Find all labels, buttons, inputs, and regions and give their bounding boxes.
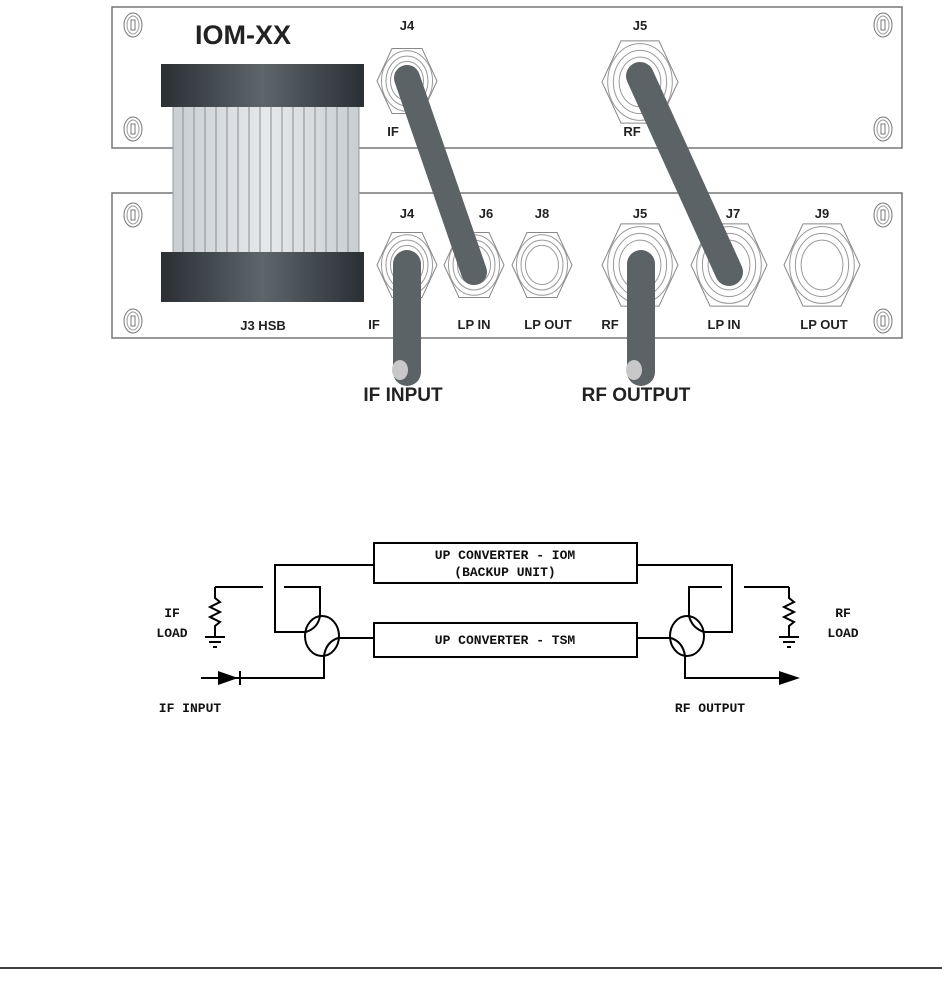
if-input-arrow-icon <box>218 671 238 685</box>
rf-ground-icon <box>779 636 799 648</box>
j7-id: J7 <box>726 206 740 221</box>
top-j5-id: J5 <box>633 18 647 33</box>
j9-id: J9 <box>815 206 829 221</box>
backup-box-line1: UP CONVERTER - IOM <box>435 548 576 563</box>
bottom-connector-labels: J4 IF J6 LP IN J8 LP OUT J5 RF J7 LP IN … <box>368 206 848 332</box>
panel-title: IOM-XX <box>195 20 291 50</box>
j4-id: J4 <box>400 206 415 221</box>
rf-output-arrow-icon <box>779 671 800 685</box>
panel-screws <box>123 12 893 334</box>
if-switch <box>304 615 340 657</box>
tsm-upconverter-box <box>373 622 638 658</box>
top-j5-label: RF <box>623 124 640 139</box>
rf-output-label: RF OUTPUT <box>675 701 745 716</box>
redundancy-schematic <box>201 542 800 685</box>
top-j4-id: J4 <box>400 18 415 33</box>
if-load-label-2: LOAD <box>156 626 187 641</box>
j9-label: LP OUT <box>800 317 847 332</box>
if-load-resistor <box>207 587 223 636</box>
j6-label: LP IN <box>458 317 491 332</box>
backup-box-line2: (BACKUP UNIT) <box>454 565 555 580</box>
panel-screw-icon <box>123 116 143 142</box>
if-input-cable-label: IF INPUT <box>363 385 443 406</box>
panel-screw-icon <box>123 202 143 228</box>
ribbon-cable-j3-hsb <box>161 64 364 302</box>
panel-screw-icon <box>123 12 143 38</box>
j6-id: J6 <box>479 206 493 221</box>
panel-screw-icon <box>873 116 893 142</box>
panel-screw-icon <box>873 308 893 334</box>
rf-switch <box>669 615 705 657</box>
j7-label: LP IN <box>708 317 741 332</box>
panel-screw-icon <box>873 12 893 38</box>
rf-load-label-1: RF <box>835 606 851 621</box>
connector-j8 <box>511 232 573 298</box>
panel-screw-icon <box>123 308 143 334</box>
coax-cables <box>392 62 743 386</box>
ribbon-label: J3 HSB <box>240 318 286 333</box>
j4-label: IF <box>368 317 380 332</box>
if-input-label: IF INPUT <box>159 701 222 716</box>
j8-label: LP OUT <box>524 317 571 332</box>
if-ground-icon <box>205 636 225 648</box>
tsm-box-label: UP CONVERTER - TSM <box>435 633 576 648</box>
rf-output-cable-label: RF OUTPUT <box>582 385 691 406</box>
if-load-label-1: IF <box>164 606 180 621</box>
rf-load-label-2: LOAD <box>827 626 858 641</box>
panel-screw-icon <box>873 202 893 228</box>
connector-j9 <box>783 223 861 307</box>
backup-upconverter-box <box>373 542 638 584</box>
top-j4-label: IF <box>387 124 399 139</box>
rf-load-resistor <box>781 587 797 636</box>
j5-label: RF <box>601 317 618 332</box>
j5-id: J5 <box>633 206 647 221</box>
j8-id: J8 <box>535 206 549 221</box>
